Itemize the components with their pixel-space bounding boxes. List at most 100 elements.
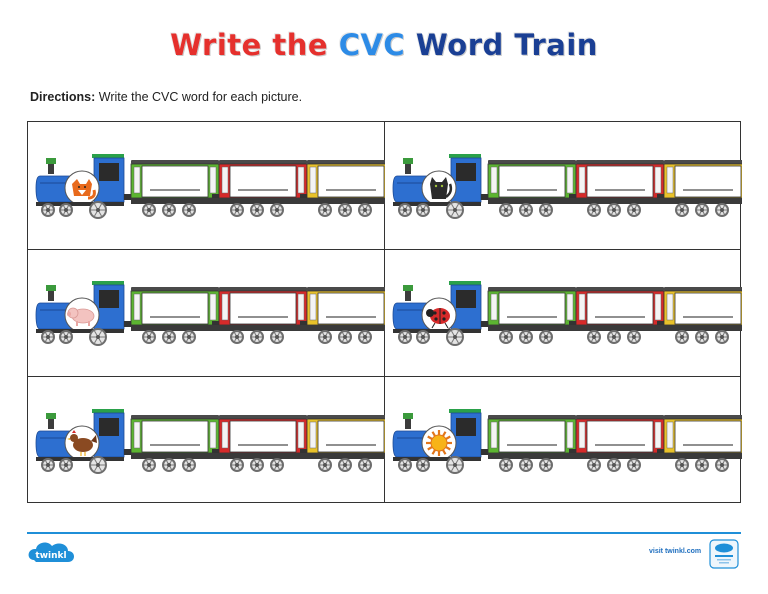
wheel	[675, 203, 689, 217]
title-part-1: Write the	[169, 27, 329, 62]
word-box	[674, 292, 742, 325]
word-box	[317, 165, 385, 198]
wheel	[182, 330, 196, 345]
train-cell	[28, 377, 385, 504]
wheel	[270, 457, 284, 472]
word-box	[141, 165, 209, 198]
word-box	[229, 165, 297, 198]
wheel	[89, 328, 107, 347]
train-engine	[392, 281, 489, 347]
wheel	[230, 330, 244, 345]
word-box	[586, 292, 654, 325]
wheel	[318, 457, 332, 472]
car-base	[664, 198, 742, 204]
wheel	[715, 457, 729, 472]
wheel	[182, 203, 196, 217]
quality-badge-icon	[709, 539, 739, 569]
wheel	[338, 203, 352, 217]
car-base	[488, 452, 576, 459]
cab-window	[99, 417, 119, 436]
wheel	[627, 203, 641, 217]
wheel	[675, 330, 689, 345]
wheel	[539, 330, 553, 345]
train-engine	[35, 408, 132, 474]
wheel	[539, 457, 553, 472]
wheel	[270, 203, 284, 217]
wheel	[182, 457, 196, 472]
word-box	[317, 292, 385, 325]
directions: Directions: Write the CVC word for each …	[30, 90, 302, 104]
car-coupler	[124, 448, 131, 453]
train-car	[300, 287, 385, 345]
wheel	[587, 203, 601, 217]
wheel	[695, 330, 709, 345]
car-base	[576, 325, 664, 332]
wheel	[162, 330, 176, 345]
car-coupler	[124, 194, 131, 198]
wheel	[539, 203, 553, 217]
title-part-3: Word Train	[415, 27, 598, 62]
train-car	[212, 287, 308, 345]
word-train	[35, 408, 385, 474]
twinkl-logo[interactable]: twinkl	[28, 540, 76, 568]
word-box	[586, 420, 654, 452]
word-box	[586, 165, 654, 198]
wheel	[338, 330, 352, 345]
bug-icon	[426, 308, 450, 329]
wheel	[250, 203, 264, 217]
word-box	[317, 420, 385, 452]
wheel	[59, 457, 73, 472]
wheel	[59, 203, 73, 217]
wheel	[446, 201, 464, 219]
train-car	[481, 287, 577, 345]
wheel	[270, 330, 284, 345]
train-car	[657, 287, 742, 345]
wheel	[89, 455, 107, 474]
train-car	[300, 160, 385, 217]
car-base	[488, 198, 576, 204]
car-coupler	[569, 194, 576, 198]
wheel	[519, 203, 533, 217]
car-coupler	[212, 194, 219, 198]
cab-window	[456, 163, 476, 181]
wheel	[416, 203, 430, 217]
wheel	[398, 330, 412, 345]
wheel	[358, 203, 372, 217]
pig-icon	[67, 307, 95, 327]
wheel	[607, 457, 621, 472]
car-coupler	[569, 448, 576, 453]
train-car	[124, 287, 220, 345]
train-engine	[35, 154, 132, 219]
title-part-2: CVC	[338, 27, 406, 62]
car-coupler	[657, 448, 664, 453]
word-box	[498, 420, 566, 452]
train-car	[569, 287, 665, 345]
train-car	[481, 160, 577, 217]
car-coupler	[481, 194, 488, 198]
wheel	[499, 457, 513, 472]
wheel	[607, 330, 621, 345]
train	[35, 281, 385, 347]
train	[35, 154, 385, 219]
car-base	[131, 452, 219, 459]
car-coupler	[481, 448, 488, 453]
car-base	[664, 452, 742, 459]
visit-link[interactable]: visit twinkl.com	[649, 548, 702, 555]
word-box	[498, 292, 566, 325]
wheel	[398, 203, 412, 217]
wheel	[715, 203, 729, 217]
car-base	[307, 452, 385, 459]
footer-divider	[27, 532, 741, 534]
train-car	[212, 160, 308, 217]
wheel	[499, 203, 513, 217]
grid-horizontal-divider	[28, 249, 740, 250]
cat-icon	[430, 177, 453, 199]
train	[392, 281, 742, 347]
wheel	[162, 203, 176, 217]
car-base	[664, 325, 742, 332]
car-coupler	[657, 194, 664, 198]
car-coupler	[300, 194, 307, 198]
car-coupler	[212, 321, 219, 326]
wheel	[499, 330, 513, 345]
train	[392, 154, 742, 219]
